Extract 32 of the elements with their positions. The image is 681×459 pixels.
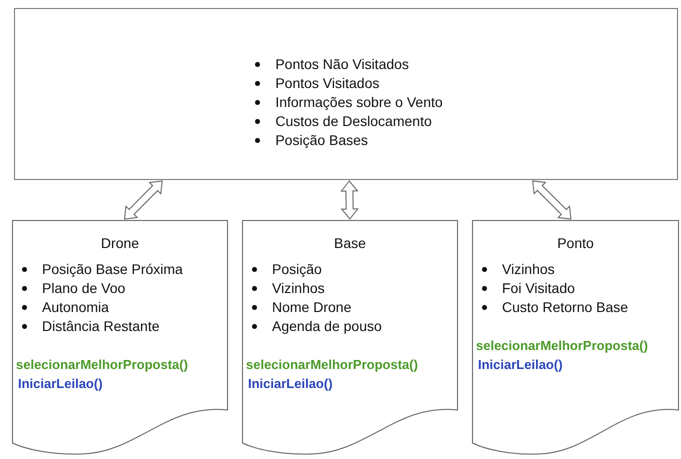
attribute-text: Pontos Visitados: [275, 74, 380, 93]
attribute-text: Vizinhos: [502, 260, 555, 279]
document-shape: [472, 220, 679, 455]
attribute-text: Posição: [272, 260, 322, 279]
attribute-text: Plano de Voo: [42, 279, 126, 298]
attribute-text: Pontos Não Visitados: [275, 55, 409, 74]
double-arrow: [124, 180, 163, 220]
attribute-text: Distância Restante: [42, 317, 160, 336]
attribute-text: Nome Drone: [272, 298, 352, 317]
class-title: Drone: [100, 234, 140, 253]
attribute-text: Posição Bases: [275, 131, 368, 150]
attribute-text: Posição Base Próxima: [42, 260, 183, 279]
class-title: Ponto: [557, 234, 594, 253]
class-title: Base: [334, 234, 366, 253]
attribute-text: Informações sobre o Vento: [275, 93, 443, 112]
document-shape: [242, 220, 458, 455]
double-arrow: [340, 180, 359, 220]
attribute-text: Vizinhos: [272, 279, 325, 298]
method-name: selecionarMelhorProposta(): [16, 356, 188, 374]
method-name: IniciarLeilao(): [17, 375, 103, 393]
environment-box: [14, 8, 678, 180]
method-name: selecionarMelhorProposta(): [246, 356, 418, 374]
method-name: selecionarMelhorProposta(): [476, 337, 648, 355]
method-name: IniciarLeilao(): [247, 375, 333, 393]
attribute-text: Custo Retorno Base: [502, 298, 628, 317]
document-shape: [12, 220, 228, 455]
attribute-text: Custos de Deslocamento: [275, 112, 432, 131]
attribute-text: Agenda de pouso: [272, 317, 382, 336]
attribute-text: Autonomia: [42, 298, 109, 317]
double-arrow: [532, 180, 572, 220]
attribute-text: Foi Visitado: [502, 279, 575, 298]
method-name: IniciarLeilao(): [477, 356, 563, 374]
